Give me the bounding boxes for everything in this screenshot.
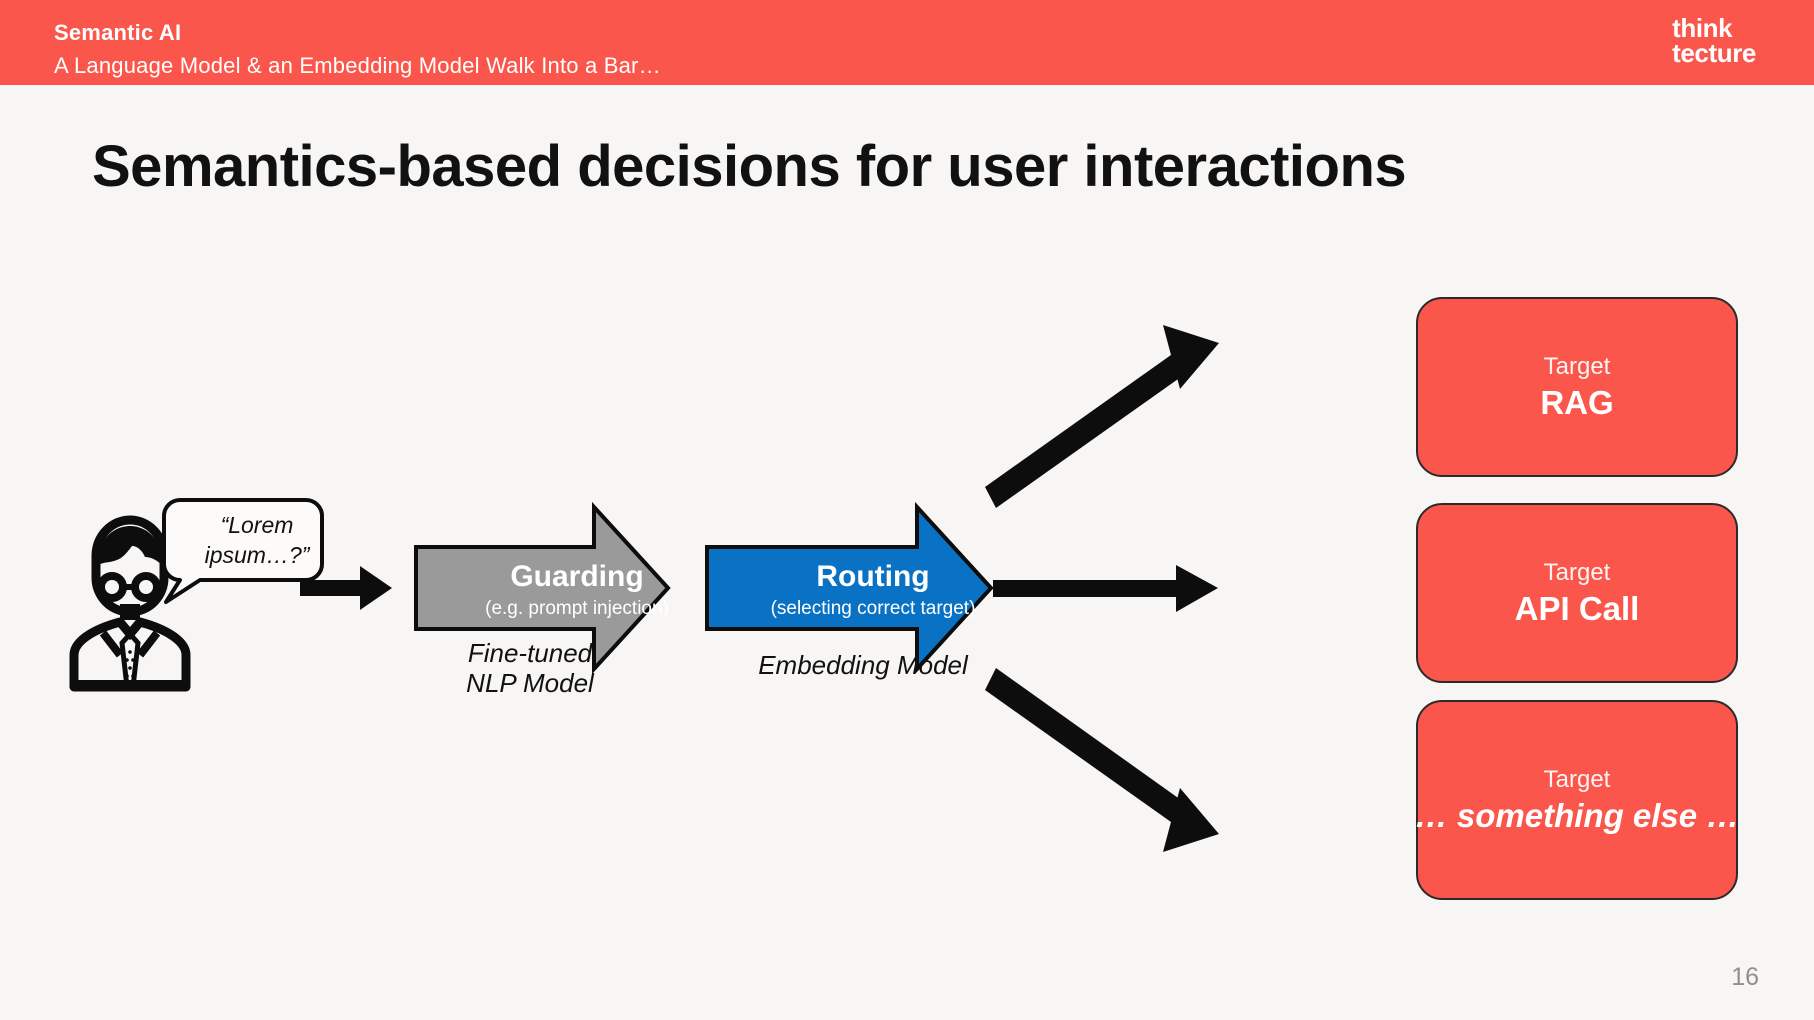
guarding-caption: Fine-tuned NLP Model xyxy=(405,638,655,698)
target-box-something-else[interactable]: Target … something else … xyxy=(1414,700,1740,900)
routing-to-api-call-arrow xyxy=(993,565,1218,612)
header-title: Semantic AI xyxy=(54,20,182,45)
guarding-title: Guarding xyxy=(510,560,644,593)
routing-caption: Embedding Model xyxy=(758,650,968,680)
header-subtitle: A Language Model & an Embedding Model Wa… xyxy=(54,53,661,78)
speech-bubble-text: “Lorem ipsum…?” xyxy=(182,510,332,570)
businessman-avatar-icon xyxy=(69,515,191,692)
target-box-api-call[interactable]: Target API Call xyxy=(1416,503,1738,683)
target-name: RAG xyxy=(1540,384,1614,421)
guarding-caption-line-1: Fine-tuned xyxy=(467,638,593,668)
target-name: … something else … xyxy=(1414,797,1740,834)
speech-bubble-line-2: ipsum…?” xyxy=(204,542,310,568)
speech-bubble-line-1: “Lorem xyxy=(220,512,294,538)
slide-header-bar: Semantic AI A Language Model & an Embedd… xyxy=(0,0,1814,85)
target-kicker: Target xyxy=(1543,559,1611,586)
page-number: 16 xyxy=(1731,963,1759,991)
target-name: API Call xyxy=(1514,590,1640,627)
user-to-guarding-arrow xyxy=(300,566,392,610)
target-kicker: Target xyxy=(1543,766,1611,793)
routing-to-something-else-arrow xyxy=(985,668,1219,852)
routing-title: Routing xyxy=(816,560,930,593)
target-kicker: Target xyxy=(1543,353,1611,380)
guarding-caption-line-2: NLP Model xyxy=(466,668,594,698)
logo-line-think: think xyxy=(1672,13,1733,43)
guarding-subtitle: (e.g. prompt injection) xyxy=(485,598,669,619)
page-title: Semantics-based decisions for user inter… xyxy=(92,134,1407,199)
target-box-rag[interactable]: Target RAG xyxy=(1416,297,1738,477)
routing-to-rag-arrow xyxy=(985,325,1219,508)
logo-line-tecture: tecture xyxy=(1672,38,1756,68)
thinktecture-logo: think tecture xyxy=(1672,13,1756,68)
routing-subtitle: (selecting correct target) xyxy=(770,598,976,619)
